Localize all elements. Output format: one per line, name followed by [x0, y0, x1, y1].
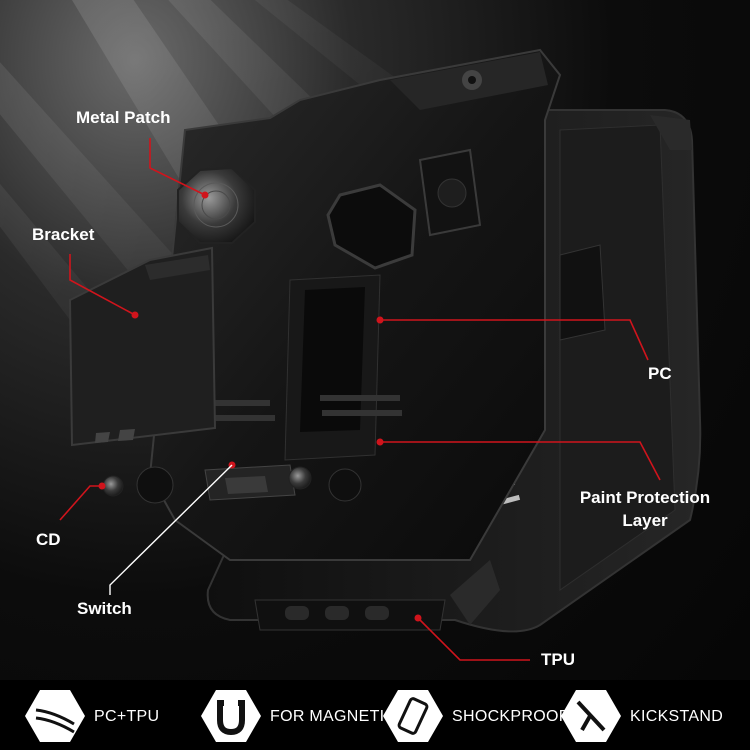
switch-callout-line — [109, 464, 233, 595]
cd-label: CD — [36, 530, 61, 549]
feature-label: KICKSTAND — [630, 708, 724, 725]
feature-label: SHOCKPROOF — [452, 708, 569, 725]
cd-screws — [102, 466, 312, 497]
feature-label: PC+TPU — [94, 708, 160, 725]
callout-lines — [59, 138, 661, 661]
exploded-case-diagram — [59, 48, 702, 661]
feature-bar — [0, 680, 750, 750]
tpu-label: TPU — [541, 650, 575, 669]
case-layers-icon — [25, 690, 85, 742]
kickstand-icon — [561, 690, 621, 742]
pc-shell — [136, 48, 562, 561]
switch-label: Switch — [77, 599, 132, 618]
metal-patch — [177, 166, 256, 244]
magnet-icon — [201, 690, 261, 742]
pc-label: PC — [648, 364, 672, 383]
phone-shock-icon — [383, 690, 443, 742]
metal-patch-label: Metal Patch — [76, 108, 171, 127]
bracket-label: Bracket — [32, 225, 95, 244]
feature-label: FOR MAGNETIC — [270, 708, 397, 725]
paint-protection-label: Paint Protection Layer — [572, 486, 718, 532]
paint-protection-line2: Layer — [622, 511, 668, 530]
paint-protection-line1: Paint Protection — [579, 488, 711, 507]
bracket-plate — [68, 246, 217, 447]
